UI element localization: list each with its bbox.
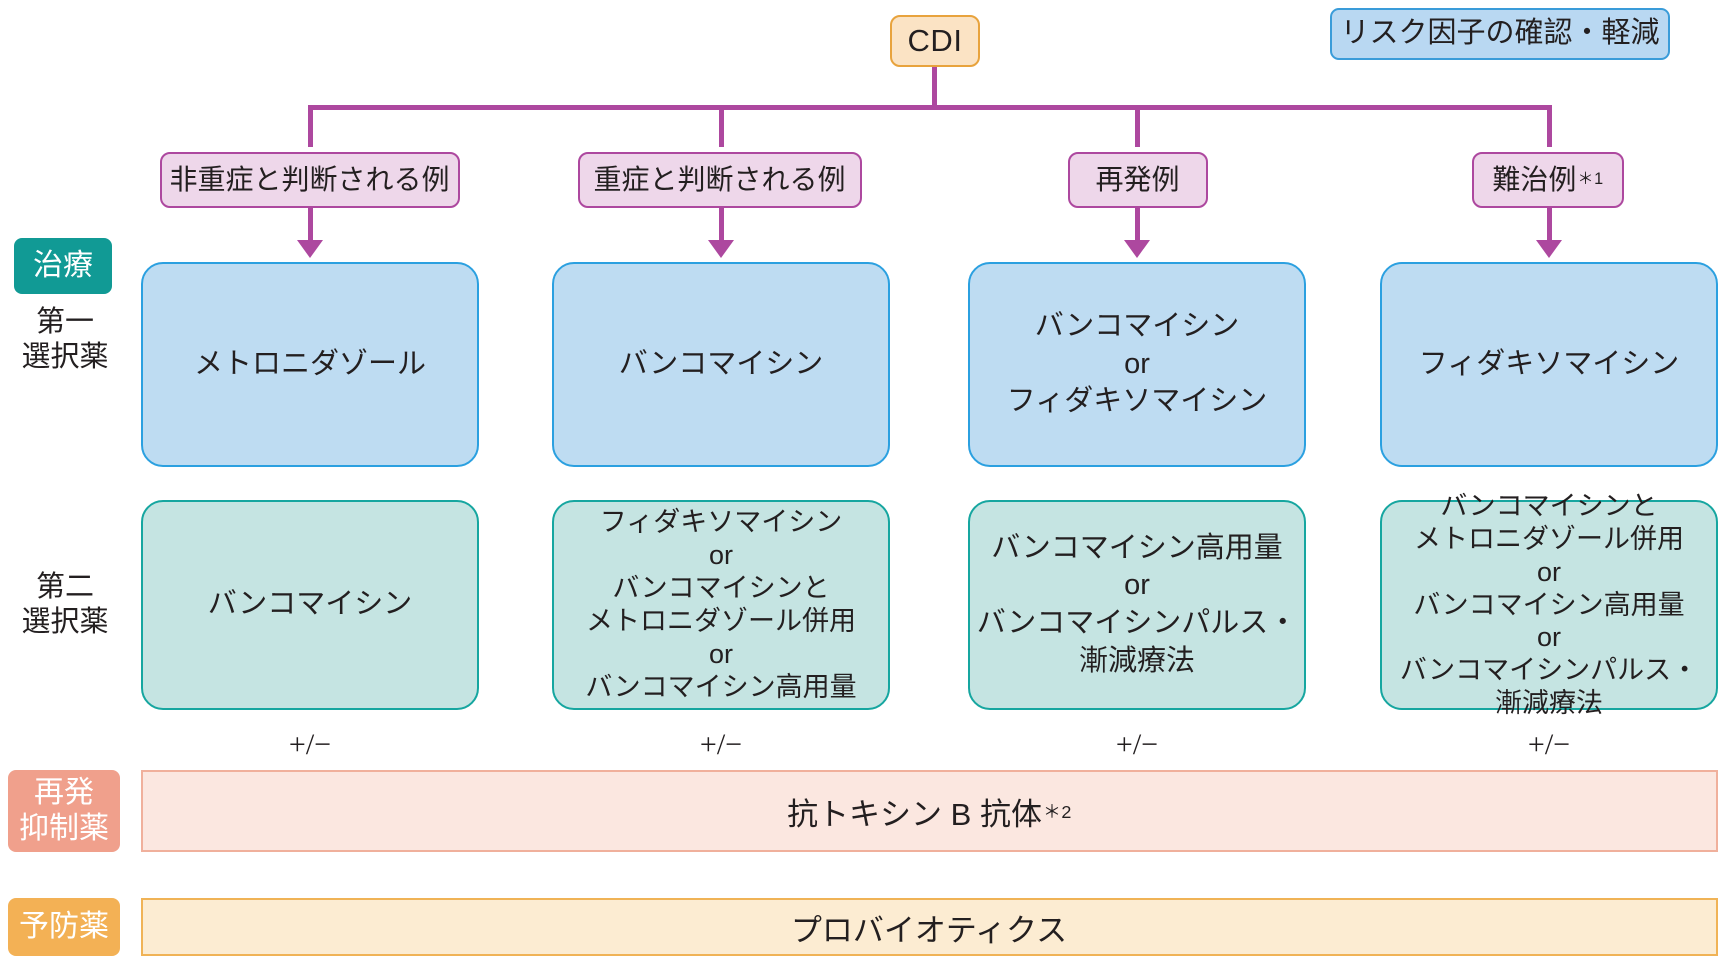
connector-drop-3 xyxy=(1135,105,1140,147)
connector-horizontal-bus xyxy=(310,105,1552,110)
risk-factor-note[interactable]: リスク因子の確認・軽減 xyxy=(1330,8,1670,60)
connector-arrow-stem-3 xyxy=(1135,207,1140,243)
bottom-bar-superscript-1: ＊2 xyxy=(1042,802,1072,822)
first-choice-node-2[interactable]: バンコマイシン xyxy=(552,262,890,467)
row-chip-prevention: 予防薬 xyxy=(8,898,120,956)
condition-label-1: 非重症と判断される例 xyxy=(169,163,450,195)
arrowhead-4 xyxy=(1536,240,1562,258)
first-choice-node-4[interactable]: フィダキソマイシン xyxy=(1380,262,1718,467)
arrowhead-3 xyxy=(1124,240,1150,258)
plus-minus-4: +/− xyxy=(1527,728,1571,761)
root-node-cdi[interactable]: CDI xyxy=(890,15,980,67)
row-chip-treatment: 治療 xyxy=(14,238,112,294)
condition-node-1[interactable]: 非重症と判断される例 xyxy=(160,152,460,208)
second-choice-node-2[interactable]: フィダキソマイシン or バンコマイシンと メトロニダゾール併用 or バンコマ… xyxy=(552,500,890,710)
first-choice-node-1[interactable]: メトロニダゾール xyxy=(141,262,479,467)
condition-label-4: 難治例 xyxy=(1492,163,1577,195)
arrowhead-1 xyxy=(297,240,323,258)
condition-node-4[interactable]: 難治例＊1 xyxy=(1472,152,1624,208)
first-choice-node-3[interactable]: バンコマイシン or フィダキソマイシン xyxy=(968,262,1306,467)
bottom-bar-relapse-suppressant[interactable]: 抗トキシン B 抗体＊2 xyxy=(141,770,1718,852)
condition-label-2: 重症と判断される例 xyxy=(593,163,846,195)
row-label-second-choice: 第二 選択薬 xyxy=(21,571,109,639)
row-chip-relapse-suppressant: 再発 抑制薬 xyxy=(8,770,120,852)
plus-minus-1: +/− xyxy=(288,728,332,761)
bottom-bar-prevention[interactable]: プロバイオティクス xyxy=(141,898,1718,956)
condition-node-3[interactable]: 再発例 xyxy=(1068,152,1208,208)
connector-drop-4 xyxy=(1547,105,1552,147)
connector-drop-1 xyxy=(308,105,313,147)
condition-superscript-4: ＊1 xyxy=(1577,170,1604,189)
row-label-first-choice: 第一 選択薬 xyxy=(21,306,109,374)
condition-node-2[interactable]: 重症と判断される例 xyxy=(578,152,862,208)
bottom-bar-label-1: 抗トキシン B 抗体 xyxy=(787,796,1042,832)
bottom-bar-label-2: プロバイオティクス xyxy=(790,912,1068,948)
connector-root-stem xyxy=(932,65,937,109)
arrowhead-2 xyxy=(708,240,734,258)
plus-minus-2: +/− xyxy=(699,728,743,761)
connector-drop-2 xyxy=(719,105,724,147)
second-choice-node-1[interactable]: バンコマイシン xyxy=(141,500,479,710)
condition-label-3: 再発例 xyxy=(1095,163,1180,195)
second-choice-node-4[interactable]: バンコマイシンと メトロニダゾール併用 or バンコマイシン高用量 or バンコ… xyxy=(1380,491,1718,718)
connector-arrow-stem-2 xyxy=(719,207,724,243)
plus-minus-3: +/− xyxy=(1115,728,1159,761)
second-choice-node-3[interactable]: バンコマイシン高用量 or バンコマイシンパルス・ 漸減療法 xyxy=(968,500,1306,710)
connector-arrow-stem-1 xyxy=(308,207,313,243)
connector-arrow-stem-4 xyxy=(1547,207,1552,243)
